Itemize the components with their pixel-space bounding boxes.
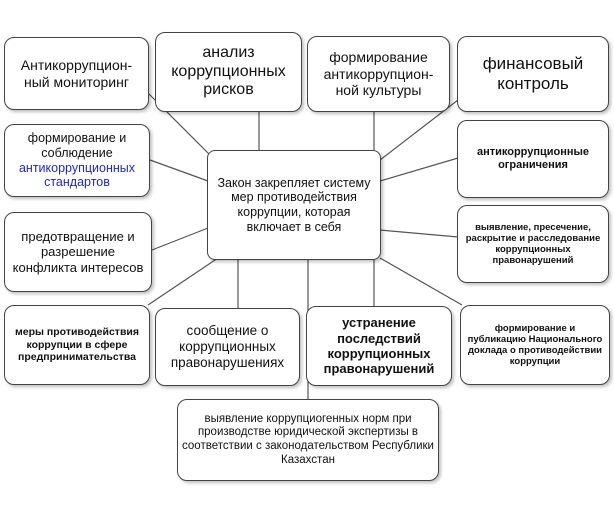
expertise-text: выявление коррупциогенных норм при произ…	[182, 412, 434, 466]
box-risks: анализ коррупционных рисков	[155, 32, 302, 112]
box-standards: формирование и соблюдение антикоррупцион…	[4, 124, 150, 197]
risks-text: анализ коррупционных рисков	[171, 43, 286, 99]
connector-business	[147, 257, 219, 306]
box-reporting: сообщение о коррупционных правонарушения…	[155, 308, 300, 386]
box-monitoring: Антикоррупцион-ный мониторинг	[4, 37, 149, 110]
reporting-text: сообщение о коррупционных правонарушения…	[170, 323, 285, 370]
national-report-text: формирование и публикацию Национального …	[467, 322, 603, 368]
box-expertise: выявление коррупциогенных норм при произ…	[177, 399, 439, 481]
box-culture: формирование антикоррупцион-ной культуры	[307, 36, 450, 112]
connector-national-report	[379, 257, 463, 306]
box-national-report: формирование и публикацию Национального …	[460, 305, 610, 385]
consequences-text: устранение последствий коррупционных пра…	[323, 315, 435, 377]
box-consequences: устранение последствий коррупционных пра…	[306, 306, 452, 386]
restrictions-text: антикоррупционные ограничения	[476, 146, 590, 171]
standards-accent: антикоррупционных стандартов	[18, 160, 136, 190]
center-text: Закон закрепляет систему мер противодейс…	[217, 175, 371, 234]
business-text: меры противодействия коррупции в сфере п…	[15, 326, 139, 364]
box-conflict: предотвращение и разрешение конфликта ин…	[4, 212, 152, 292]
box-finance: финансовый контроль	[457, 36, 609, 112]
connector-conflict	[151, 227, 209, 251]
box-restrictions: антикоррупционные ограничения	[457, 120, 609, 198]
culture-text: формирование антикоррупцион-ной культуры	[323, 49, 434, 99]
center-box: Закон закрепляет систему мер противодейс…	[207, 150, 381, 260]
finance-text: финансовый контроль	[482, 53, 584, 93]
box-detection: выявление, пресечение, раскрытие и рассл…	[457, 205, 609, 283]
connector-restrictions	[379, 157, 459, 182]
detection-text: выявление, пресечение, раскрытие и рассл…	[465, 221, 601, 267]
connector-detection	[379, 229, 459, 238]
connector-standards	[149, 159, 209, 182]
monitoring-text: Антикоррупцион-ный мониторинг	[20, 56, 133, 90]
conflict-text: предотвращение и разрешение конфликта ин…	[12, 229, 144, 275]
standards-prefix: формирование и соблюдение	[27, 131, 127, 160]
box-business: меры противодействия коррупции в сфере п…	[4, 305, 150, 385]
